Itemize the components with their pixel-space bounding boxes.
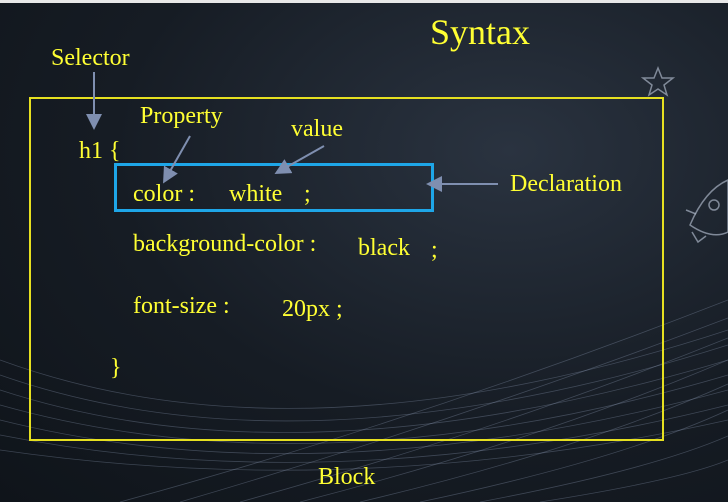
line3-property: font-size : (133, 293, 230, 319)
value-label: value (291, 116, 343, 142)
line3-value: 20px ; (282, 296, 343, 322)
property-arrow (163, 135, 191, 184)
rocket-icon (685, 179, 728, 244)
block-label: Block (318, 464, 376, 490)
line1-semicolon: ; (304, 181, 311, 207)
slide-title: Syntax (430, 12, 531, 52)
top-border (0, 0, 728, 3)
property-label: Property (140, 103, 223, 129)
closing-brace: } (110, 355, 122, 381)
star-icon (640, 65, 676, 97)
line1-property: color : (133, 181, 195, 207)
declaration-label: Declaration (510, 171, 622, 197)
selector-open: h1 { (79, 138, 121, 164)
line2-semicolon: ; (431, 237, 438, 263)
line2-property: background-color : (133, 231, 317, 257)
selector-label: Selector (51, 45, 130, 71)
line1-value: white (229, 181, 283, 207)
value-arrow (274, 145, 325, 174)
wave-mesh (0, 299, 728, 502)
block-border (29, 97, 664, 441)
line2-value: black (358, 235, 410, 261)
